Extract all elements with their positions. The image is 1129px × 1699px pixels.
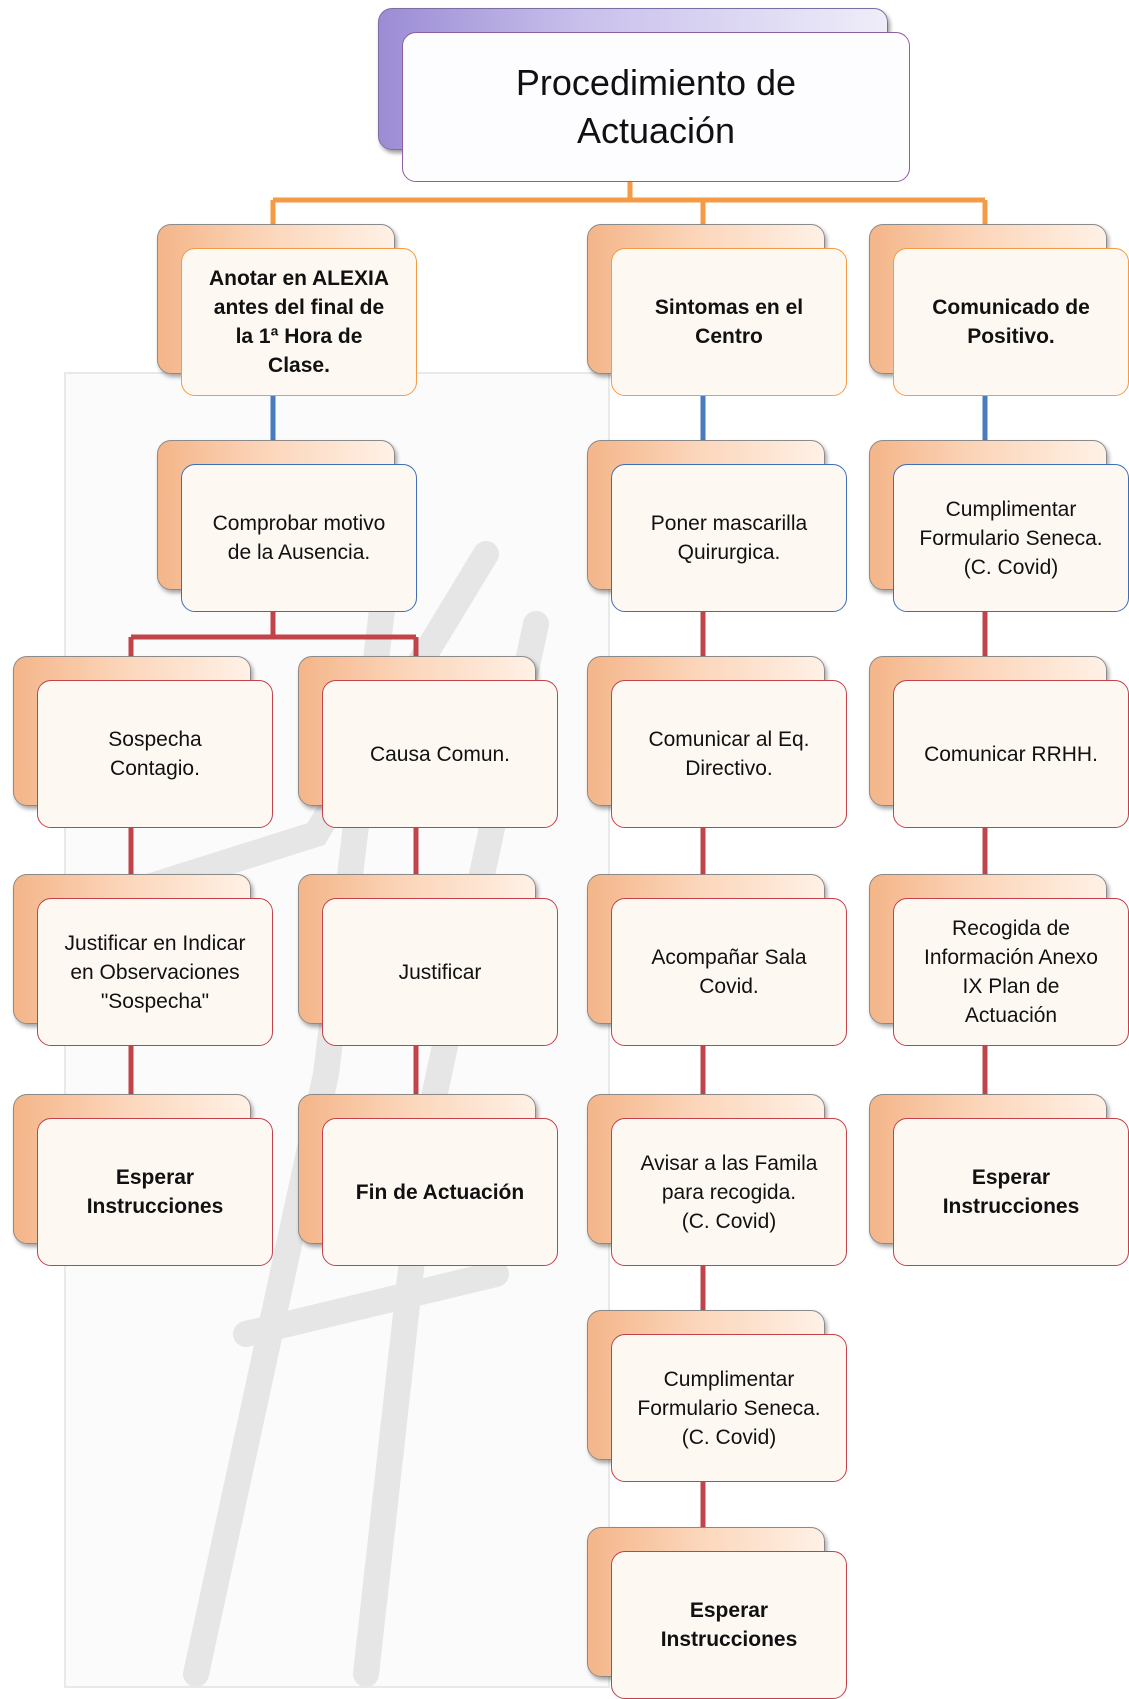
step-label: Acompañar Sala Covid. xyxy=(651,946,807,998)
step-label: Cumplimentar Formulario Seneca. (C. Covi… xyxy=(637,1367,821,1449)
header-positivo-label: Comunicado de Positivo. xyxy=(932,296,1090,348)
step-label: Justificar xyxy=(398,960,482,984)
step-label: Esperar Instrucciones xyxy=(942,1166,1080,1218)
header-sintomas-label: Sintomas en el Centro xyxy=(654,296,804,348)
step-label: Comunicar al Eq. Directivo. xyxy=(648,728,810,780)
step-label: Sospecha Contagio. xyxy=(108,728,202,780)
title-text: Procedimiento de Actuación xyxy=(515,62,797,151)
step-label: Esperar Instrucciones xyxy=(660,1599,798,1651)
step-label: Cumplimentar Formulario Seneca. (C. Covi… xyxy=(919,497,1103,579)
step-label: Comprobar motivo de la Ausencia. xyxy=(212,512,386,564)
step-label: Fin de Actuación xyxy=(355,1180,525,1204)
step-label: Avisar a las Famila para recogida. (C. C… xyxy=(640,1151,818,1233)
step-label: Esperar Instrucciones xyxy=(86,1166,224,1218)
step-label: Causa Comun. xyxy=(369,742,511,766)
step-label: Comunicar RRHH. xyxy=(924,742,1098,766)
step-label: Recogida de Información Anexo IX Plan de… xyxy=(924,917,1098,1027)
step-label: Poner mascarilla Quirurgica. xyxy=(650,512,808,564)
header-alexia-label: Anotar en ALEXIA antes del final de la 1… xyxy=(208,267,390,377)
step-label: Justificar en Indicar en Observaciones "… xyxy=(64,931,246,1013)
